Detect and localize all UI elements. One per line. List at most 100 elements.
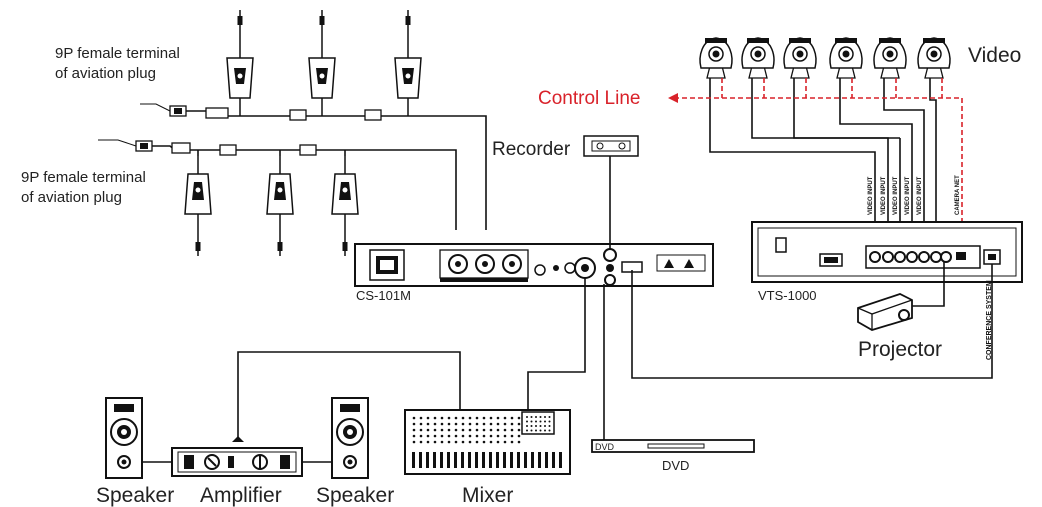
video-cables (709, 78, 937, 252)
mixer-knob (447, 416, 451, 420)
microphone (226, 9, 254, 117)
mixer-meter-dot (526, 425, 528, 427)
mixer-label: Mixer (462, 484, 513, 507)
mixer-meter-dot (526, 420, 528, 423)
mixer-knob (461, 428, 465, 432)
mixer-knob (510, 422, 514, 426)
mixer-knob (468, 428, 472, 432)
plug-bottom-label-line2: of aviation plug (21, 189, 122, 206)
mixer-knob (468, 422, 472, 426)
plug-bottom-label-line1: 9P female terminal (21, 169, 146, 186)
mixer-knob (412, 428, 416, 432)
amplifier-device (171, 447, 303, 477)
mixer-meter-dot (544, 420, 546, 423)
mixer-fader (496, 452, 499, 468)
mixer-fader (468, 452, 471, 468)
video-input-label: VIDEO INPUT (917, 176, 923, 215)
mixer-fader (559, 452, 562, 468)
mixer-fader (475, 452, 478, 468)
mixer-meter-dot (544, 416, 546, 418)
mixer-meter-dot (548, 429, 551, 432)
mixer-meter-dot (530, 425, 533, 427)
microphone (266, 155, 294, 257)
mixer-fader (531, 452, 534, 468)
arrow-icon (232, 436, 244, 442)
mixer-meter-dot (530, 420, 533, 423)
ptz-camera-icon (699, 37, 733, 79)
plug-top-label-line2: of aviation plug (55, 65, 156, 82)
mixer-knob (419, 434, 423, 438)
mixer-knob (412, 440, 416, 444)
mixer-knob (482, 422, 486, 426)
mixer-knob (517, 434, 521, 438)
mixer-meter-dot (548, 416, 551, 418)
dvd-player (591, 439, 755, 453)
mixer-knob (419, 422, 423, 426)
microphone-group-bottom (98, 139, 457, 257)
mixer-meter-dot (548, 420, 551, 423)
recorder-device (583, 135, 639, 250)
mixer-knob (489, 416, 493, 420)
microphone-group-top (140, 9, 487, 230)
mixer-meter-dot (539, 429, 542, 432)
mixer-meter-dot (539, 425, 542, 427)
speaker-left-icon (105, 397, 143, 479)
projector-device (857, 262, 945, 331)
mixer-knob (433, 440, 437, 444)
mixer-knob (517, 428, 521, 432)
mixer-fader (552, 452, 555, 468)
mixer-knob (510, 440, 514, 444)
video-input-label: VIDEO INPUT (893, 176, 899, 215)
mixer-knob (468, 434, 472, 438)
mixer-knob (517, 440, 521, 444)
mixer-knob (412, 416, 416, 420)
mixer-knob (510, 434, 514, 438)
mixer-knob (503, 422, 507, 426)
mixer-meter-dot (535, 420, 537, 423)
mixer-knob (496, 428, 500, 432)
mixer-meter-dot (535, 416, 537, 418)
mixer-fader (419, 452, 422, 468)
mixer-knob (426, 434, 430, 438)
mixer-knob (482, 434, 486, 438)
video-label: Video (968, 44, 1021, 67)
video-input-label: VIDEO INPUT (905, 176, 911, 215)
mixer-knob (461, 416, 465, 420)
mixer-fader (433, 452, 436, 468)
mixer-knob (510, 416, 514, 420)
conference-system-label: CONFERENCE SYSTEM (986, 280, 993, 360)
video-input-label: VIDEO INPUT (881, 176, 887, 215)
amplifier-label: Amplifier (200, 484, 282, 507)
mixer-knob (440, 428, 444, 432)
dvd-caption: DVD (662, 458, 689, 473)
mixer-knob (503, 416, 507, 420)
mixer-meter-dot (544, 429, 546, 432)
mixer-fader (412, 452, 415, 468)
microphone (184, 155, 212, 257)
mixer-meter-dot (548, 425, 551, 427)
microphone (394, 9, 422, 117)
vts1000-label: VTS-1000 (758, 288, 817, 303)
mixer-knob (440, 434, 444, 438)
mixer-knob (482, 428, 486, 432)
mixer-knob (440, 422, 444, 426)
ptz-camera-icon (741, 37, 775, 79)
mixer-meter-dot (526, 416, 528, 418)
mixer-knob (454, 428, 458, 432)
control-line (674, 78, 963, 252)
mixer-knob (482, 440, 486, 444)
cs101m-label: CS-101M (356, 288, 411, 303)
mixer-knob (440, 416, 444, 420)
mixer-knob (433, 434, 437, 438)
plug-top-label-line1: 9P female terminal (55, 45, 180, 62)
mixer-meter-dot (526, 429, 528, 432)
mixer-fader (489, 452, 492, 468)
mixer-fader (538, 452, 541, 468)
mixer-knob (426, 440, 430, 444)
mixer-knob (454, 440, 458, 444)
mixer-knob (447, 428, 451, 432)
mixer-knob (489, 428, 493, 432)
video-input-label: VIDEO INPUT (868, 176, 874, 215)
mixer-knob (433, 422, 437, 426)
mixer-knob (496, 416, 500, 420)
